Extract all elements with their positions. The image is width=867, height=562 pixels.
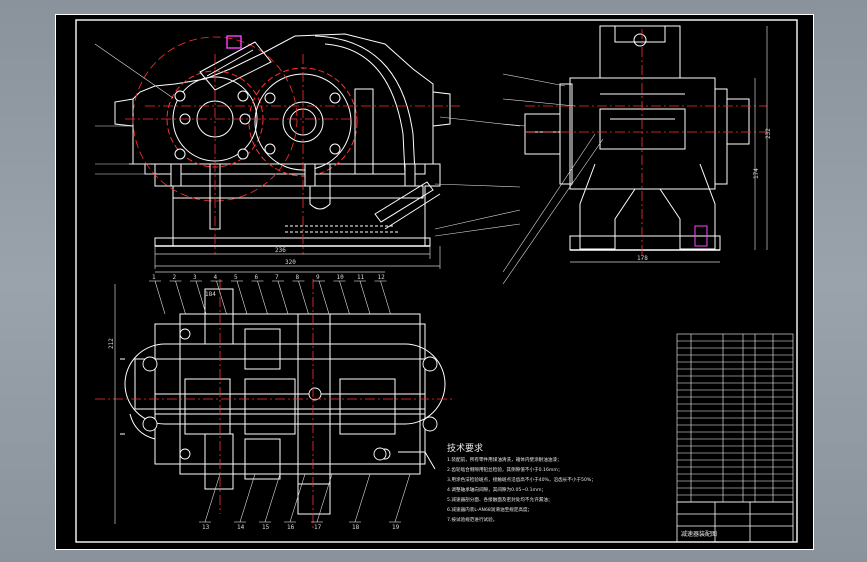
tech-requirement-line: 1.装配前，所有零件用煤油清洗，箱体内壁涂耐油油漆； <box>447 456 562 463</box>
balloon-label: 7 <box>275 274 279 281</box>
inner-border <box>75 19 798 543</box>
balloon-19: 19 <box>389 473 411 531</box>
balloon-label: 2 <box>173 274 177 281</box>
vent-plug-highlight <box>226 35 242 49</box>
balloon-4: 4 <box>210 274 227 315</box>
balloon-10: 10 <box>333 274 350 315</box>
side-view <box>524 25 750 251</box>
side-center-lines <box>525 29 767 259</box>
drawing-sheet: 236 320 <box>55 14 814 550</box>
balloon-label: 11 <box>357 274 365 281</box>
plan-dimension-lines <box>114 271 385 524</box>
balloon-label: 10 <box>337 274 345 281</box>
plan-center-lines <box>95 279 455 529</box>
side-dim-height-a: 232 <box>765 128 772 139</box>
balloon-label: 18 <box>352 524 360 531</box>
tech-requirement-line: 2.齿轮啮合侧隙用铅丝检验，其侧隙值不小于0.16mm； <box>447 466 562 473</box>
balloon-18: 18 <box>349 473 371 531</box>
balloon-label: 6 <box>255 274 259 281</box>
balloon-16: 16 <box>284 473 306 531</box>
tech-requirement-line: 6.减速器内装L-AN68润滑油至规定高度； <box>447 506 532 513</box>
balloon-14: 14 <box>234 473 256 531</box>
tech-requirement-line: 3.用涂色法检验斑点，接触斑点沿齿高不小于40%，沿齿长不小于50%； <box>447 476 596 483</box>
balloon-label: 14 <box>237 524 245 531</box>
plan-dim-width: 184 <box>205 291 216 298</box>
front-center-lines <box>125 54 460 254</box>
balloon-label: 13 <box>202 524 210 531</box>
part-balloons-bottom: 13 14 15 16 17 18 19 <box>199 473 411 531</box>
balloon-1: 1 <box>149 274 166 315</box>
balloon-label: 19 <box>392 524 400 531</box>
balloon-label: 17 <box>314 524 322 531</box>
outer-border <box>55 14 814 550</box>
balloon-6: 6 <box>251 274 268 315</box>
balloon-label: 16 <box>287 524 295 531</box>
tech-requirement-line: 5.减速器剖分面、各接触面及密封处均不允许漏油； <box>447 496 552 503</box>
parts-list-rows <box>677 340 793 496</box>
title-block-label: 减速器装配图 <box>681 530 717 538</box>
side-leader-lines <box>502 73 604 285</box>
side-magenta-mark <box>694 225 708 247</box>
balloon-label: 3 <box>193 274 197 281</box>
balloon-3: 3 <box>190 274 207 315</box>
tech-requirements-list: 1.装配前，所有零件用煤油清洗，箱体内壁涂耐油油漆； 2.齿轮啮合侧隙用铅丝检验，… <box>447 456 596 523</box>
balloon-5: 5 <box>231 274 248 315</box>
tech-requirements-title: 技术要求 <box>447 442 483 454</box>
plan-bolt-holes <box>142 328 438 461</box>
balloon-label: 5 <box>234 274 238 281</box>
balloon-label: 1 <box>152 274 156 281</box>
balloon-label: 15 <box>262 524 270 531</box>
front-dim-length-b: 320 <box>285 259 296 266</box>
balloon-label: 8 <box>296 274 300 281</box>
front-leader-lines <box>94 43 521 237</box>
title-block <box>676 501 794 543</box>
assembly-drawing: 236 320 <box>55 14 814 550</box>
balloon-13: 13 <box>199 473 221 531</box>
plan-dim-height: 212 <box>108 338 115 349</box>
side-dim-width: 178 <box>637 255 648 262</box>
side-dimension-lines <box>570 26 768 263</box>
balloon-label: 12 <box>378 274 386 281</box>
tech-requirement-line: 4.调整轴承轴向间隙，其间隙为0.05~0.1mm； <box>447 486 546 493</box>
plan-view <box>120 288 446 515</box>
balloon-7: 7 <box>272 274 289 315</box>
balloon-15: 15 <box>259 473 281 531</box>
balloon-8: 8 <box>292 274 309 315</box>
balloon-label: 9 <box>316 274 320 281</box>
balloon-12: 12 <box>374 274 391 315</box>
balloon-label: 4 <box>214 274 218 281</box>
balloon-2: 2 <box>169 274 186 315</box>
balloon-9: 9 <box>313 274 330 315</box>
balloon-17: 17 <box>311 473 333 531</box>
balloon-11: 11 <box>354 274 371 315</box>
front-dimension-lines <box>154 246 441 269</box>
front-view <box>114 33 451 247</box>
tech-requirement-line: 7.按试验规范进行试验。 <box>447 516 497 523</box>
front-dim-length-a: 236 <box>275 247 286 254</box>
side-dim-height-b: 174 <box>753 168 760 179</box>
